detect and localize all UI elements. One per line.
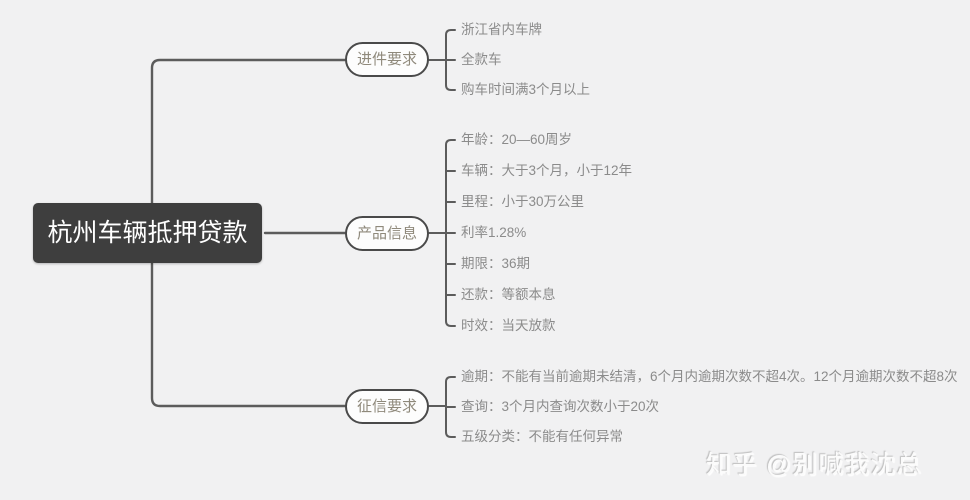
trunk-bottom-branch	[150, 261, 347, 408]
zhihu-watermark: 知乎 @别喊我沈总	[706, 451, 923, 479]
branch-node-credit-requirements: 征信要求	[345, 389, 429, 424]
leaf-overdue-rules: 逾期：不能有当前逾期未结清，6个月内逾期次数不超4次。12个月逾期次数不超8次	[461, 369, 958, 384]
leaf-term: 期限：36期	[461, 256, 531, 271]
leaf-purchase-time: 购车时间满3个月以上	[461, 82, 591, 97]
leaf-vehicle-age: 车辆：大于3个月，小于12年	[461, 163, 633, 178]
root-node: 杭州车辆抵押贷款	[33, 203, 262, 263]
leaf-inquiry-rules: 查询：3个月内查询次数小于20次	[461, 399, 660, 414]
leaf-five-level-classification: 五级分类：不能有任何异常	[461, 429, 623, 444]
leaf-full-payment-car: 全款车	[461, 52, 502, 67]
leaf-age: 年龄：20—60周岁	[461, 132, 573, 147]
branch-node-intake-requirements: 进件要求	[345, 42, 429, 77]
branch-node-product-info: 产品信息	[345, 216, 429, 251]
leaf-license-plate: 浙江省内车牌	[461, 22, 542, 37]
leaf-disbursement-time: 时效：当天放款	[461, 318, 556, 333]
leaf-repayment: 还款：等额本息	[461, 287, 556, 302]
trunk-top-branch	[150, 58, 347, 205]
leaf-mileage: 里程：小于30万公里	[461, 194, 585, 209]
leaf-interest-rate: 利率1.28%	[461, 225, 527, 240]
